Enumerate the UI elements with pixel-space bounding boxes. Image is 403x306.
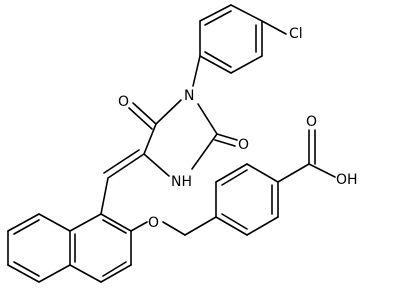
naphthalene — [7, 177, 148, 283]
ether-linker — [162, 216, 217, 236]
bond — [100, 264, 132, 283]
bond — [261, 20, 287, 35]
bond — [230, 4, 263, 22]
bond — [277, 163, 310, 183]
ether-oxygen-label: O — [148, 215, 159, 231]
bond — [162, 221, 186, 236]
bond — [69, 264, 102, 283]
hydantoin-ring — [103, 55, 238, 179]
double-bond-inner — [13, 219, 40, 235]
carboxylic-acid — [308, 129, 336, 178]
double-bond-inner — [221, 213, 248, 230]
bond — [197, 103, 218, 135]
bond — [215, 216, 248, 236]
hydroxyl-label: OH — [336, 172, 358, 188]
imide-nitrogen-label: N — [184, 88, 194, 104]
bond — [155, 99, 182, 125]
double-bond-inner — [13, 261, 40, 277]
bond — [38, 264, 71, 283]
double-bond — [103, 149, 140, 174]
double-bond-inner — [102, 219, 127, 234]
bond — [230, 55, 263, 74]
bond — [143, 153, 170, 177]
nh-label: NH — [171, 174, 192, 190]
bond — [143, 123, 157, 155]
double-bond-inner — [204, 10, 232, 26]
bond — [246, 216, 279, 236]
bond — [184, 216, 217, 236]
bond — [7, 213, 40, 232]
bond — [38, 213, 71, 232]
bond — [130, 221, 148, 232]
double-bond — [216, 133, 238, 141]
bond — [215, 163, 248, 183]
bond — [100, 177, 109, 215]
double-bond-inner — [221, 169, 248, 186]
bond — [69, 213, 102, 232]
carbonyl-oxygen-label: O — [118, 94, 129, 110]
double-bond — [107, 153, 145, 179]
double-bond — [128, 107, 153, 130]
chlorine-label: Cl — [289, 26, 303, 42]
bond — [191, 133, 218, 170]
bond — [100, 213, 132, 232]
bond — [199, 4, 232, 22]
bond — [199, 55, 232, 74]
double-bond — [132, 102, 157, 125]
double-bond-inner — [102, 261, 127, 277]
bond — [308, 163, 336, 178]
carbonyl-oxygen-label: O — [238, 137, 249, 153]
bond — [192, 55, 201, 87]
bond — [7, 264, 40, 283]
chlorophenyl-ring — [199, 4, 287, 74]
double-bond-inner — [204, 51, 232, 68]
bond — [246, 163, 279, 183]
benzoic-acid-ring — [215, 163, 310, 236]
acid-carbonyl-oxygen-label: O — [306, 114, 317, 130]
double-bond — [214, 139, 236, 147]
